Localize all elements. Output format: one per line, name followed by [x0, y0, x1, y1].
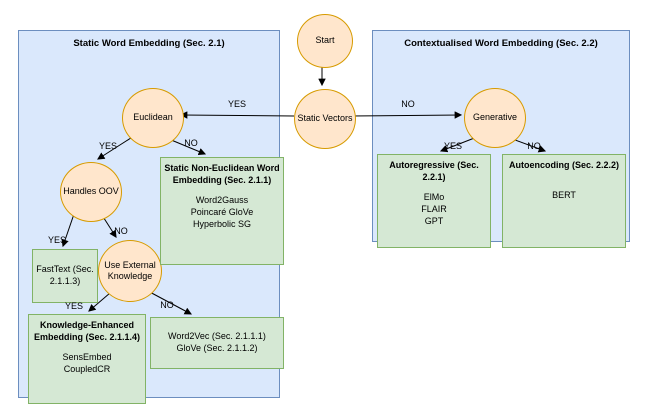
node-generative: Generative	[464, 88, 526, 148]
container-title-static: Static Word Embedding (Sec. 2.1)	[73, 38, 225, 49]
edge-label-oov-external: NO	[114, 226, 128, 236]
edge-label-euclidean-noneuclidean: NO	[184, 138, 198, 148]
box-word2vec-glove-text: Word2Vec (Sec. 2.1.1.1) GloVe (Sec. 2.1.…	[168, 331, 266, 353]
box-knowledge-enhanced: Knowledge-Enhanced Embedding (Sec. 2.1.1…	[28, 314, 146, 404]
box-autoregressive-title: Autoregressive (Sec. 2.2.1)	[389, 160, 479, 182]
box-word2vec-glove: Word2Vec (Sec. 2.1.1.1) GloVe (Sec. 2.1.…	[150, 317, 284, 369]
node-start: Start	[297, 14, 353, 68]
box-static-non-euclidean: Static Non-Euclidean Word Embedding (Sec…	[160, 157, 284, 265]
edge-label-external-knowledge: YES	[64, 301, 84, 311]
node-handles-oov: Handles OOV	[60, 162, 122, 222]
edge-label-euclidean-oov: YES	[98, 141, 118, 151]
box-autoencoding-title: Autoencoding (Sec. 2.2.2)	[508, 160, 620, 170]
node-static-vectors: Static Vectors	[294, 89, 356, 149]
edge-label-oov-fasttext: YES	[47, 235, 67, 245]
node-start-label: Start	[315, 35, 335, 46]
node-use-external-knowledge-label: Use External Knowledge	[104, 259, 156, 281]
box-knowledge-enhanced-title: Knowledge-Enhanced Embedding (Sec. 2.1.1…	[33, 320, 141, 342]
node-euclidean-label: Euclidean	[133, 112, 173, 123]
node-euclidean: Euclidean	[122, 88, 184, 148]
container-title-contextualised: Contextualised Word Embedding (Sec. 2.2)	[404, 38, 598, 49]
box-autoencoding: Autoencoding (Sec. 2.2.2) BERT	[502, 154, 626, 248]
box-fasttext: FastText (Sec. 2.1.1.3)	[32, 249, 98, 303]
node-generative-label: Generative	[472, 112, 518, 123]
box-fasttext-text: FastText (Sec. 2.1.1.3)	[36, 264, 94, 286]
box-static-non-euclidean-title: Static Non-Euclidean Word Embedding (Sec…	[164, 163, 280, 185]
edge-label-generative-autoencoding: NO	[527, 141, 541, 151]
box-autoencoding-items: BERT	[552, 189, 576, 200]
edge-label-generative-autoregressive: YES	[443, 141, 463, 151]
node-static-vectors-label: Static Vectors	[297, 113, 353, 124]
node-use-external-knowledge: Use External Knowledge	[98, 240, 162, 302]
edge-label-external-word2vec: NO	[160, 300, 174, 310]
box-autoregressive: Autoregressive (Sec. 2.2.1) ElMo FLAIR G…	[377, 154, 491, 248]
box-static-non-euclidean-items: Word2Gauss Poincaré GloVe Hyperbolic SG	[190, 195, 254, 229]
box-knowledge-enhanced-items: SensEmbed CoupledCR	[62, 352, 112, 375]
node-handles-oov-label: Handles OOV	[63, 186, 119, 197]
edge-label-vectors-generative: NO	[401, 99, 415, 109]
box-autoregressive-items: ElMo FLAIR GPT	[421, 192, 447, 226]
edge-label-vectors-euclidean: YES	[227, 99, 247, 109]
